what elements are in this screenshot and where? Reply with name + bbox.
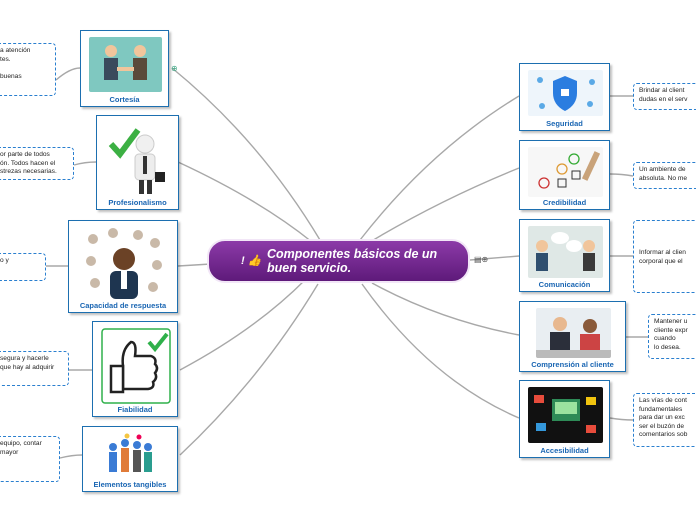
link-icon[interactable]: ⊕ [171,64,178,73]
notes-icon[interactable]: ▤⊕ [474,255,489,264]
handshake-businessmen-icon [89,37,162,92]
central-topic-title: Componentes básicos de un buen servicio. [267,247,438,275]
node-seguridad[interactable]: Seguridad [519,63,610,131]
node-label: Accesibilidad [540,446,589,455]
note-seguridad[interactable]: Brindar al client dudas en el serv [633,83,696,110]
node-accesibilidad[interactable]: Accesibilidad [519,380,610,458]
node-fiabilidad[interactable]: Fiabilidad [92,321,178,417]
node-comunicacion[interactable]: Comunicación [519,219,610,292]
node-label: Seguridad [546,119,583,128]
meeting-people-icon [536,308,611,358]
node-label: Cortesía [109,95,140,104]
phone-support-crowd-icon [83,227,165,299]
node-label: Comprensión al cliente [531,360,614,369]
central-topic[interactable]: ! 👍 Componentes básicos de un buen servi… [207,239,470,283]
node-label: Comunicación [538,280,591,289]
node-capacidad-respuesta[interactable]: Capacidad de respuesta [68,220,178,313]
note-credibilidad[interactable]: Un ambiente de absoluta. No me [633,162,696,189]
node-comprension-cliente[interactable]: Comprensión al cliente [519,301,626,372]
node-credibilidad[interactable]: Credibilidad [519,140,610,210]
security-shield-icon [528,70,603,116]
note-comunicacion[interactable]: Informar al clien corporal que el [633,220,696,293]
businessman-checkmark-icon [108,128,165,194]
node-label: Fiabilidad [117,405,153,414]
node-label: Credibilidad [542,198,587,207]
team-group-icon [109,433,152,472]
node-profesionalismo[interactable]: Profesionalismo [96,115,179,210]
feedback-faces-icon [528,147,603,197]
node-label: Elementos tangibles [93,480,167,489]
node-label: Profesionalismo [108,198,167,207]
note-profesionalismo[interactable]: or parte de todos ón. Todos hacen el str… [0,147,74,180]
dialogue-people-icon [528,226,603,278]
note-capacidad-respuesta[interactable]: o y [0,253,46,281]
note-comprension-cliente[interactable]: Mantener u cliente expr cuando lo desea. [648,314,696,359]
note-elementos-tangibles[interactable]: equipo, contar mayor [0,436,60,482]
node-elementos-tangibles[interactable]: Elementos tangibles [82,426,178,492]
note-fiabilidad[interactable]: segura y hacerle que hay al adquirir [0,351,69,386]
note-cortesia[interactable]: a atención tes. buenas [0,43,56,96]
node-label: Capacidad de respuesta [79,301,167,310]
thumbs-up-check-icon [101,328,171,404]
central-topic-icons: ! 👍 [241,255,262,267]
note-accesibilidad[interactable]: Las vías de cont fundamentales para dar … [633,393,696,447]
online-access-icon [528,387,603,443]
node-cortesia[interactable]: Cortesía [80,30,169,107]
